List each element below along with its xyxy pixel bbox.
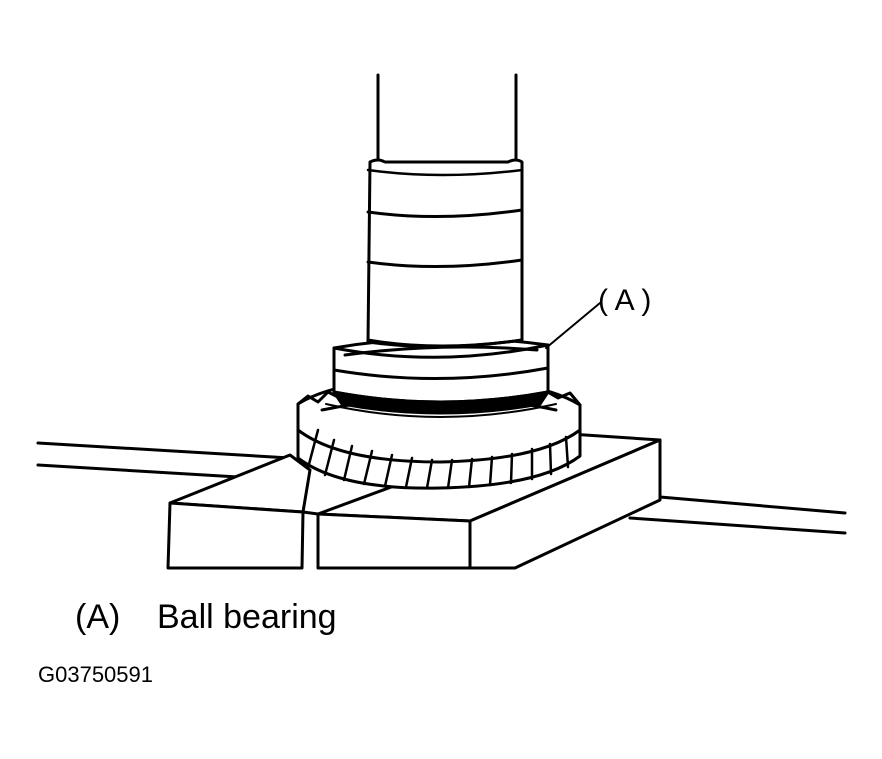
legend-key: (A)	[75, 598, 121, 636]
left-rail	[36, 441, 292, 480]
ball-bearing	[325, 336, 557, 418]
support-block-left	[166, 453, 312, 570]
right-rail	[628, 495, 847, 535]
callout-leader	[545, 302, 601, 349]
legend-text: Ball bearing	[157, 598, 337, 636]
gear-teeth	[306, 428, 570, 490]
callout-label: ( A )	[598, 284, 651, 317]
legend-row: (A) Ball bearing	[75, 598, 337, 637]
press-shaft	[366, 73, 524, 349]
figure-code: G03750591	[38, 662, 153, 687]
